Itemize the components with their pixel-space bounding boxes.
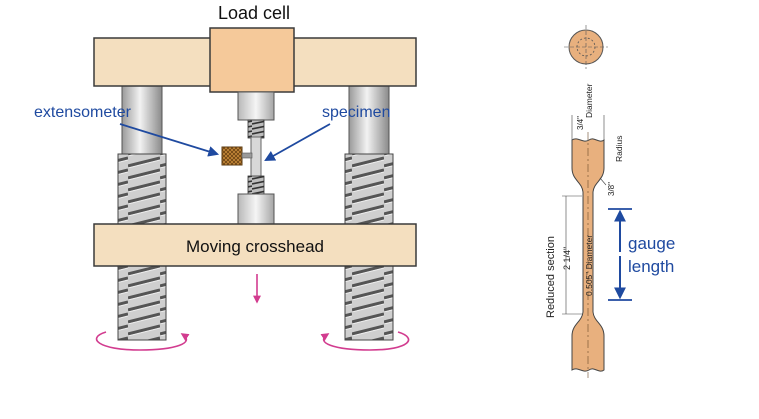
reduced-section-value: 2 1/4" bbox=[562, 247, 572, 270]
lower-grip bbox=[237, 193, 275, 227]
specimen-pointer bbox=[264, 123, 331, 162]
radius-leader bbox=[599, 177, 607, 186]
left-lead-screw-upper bbox=[117, 153, 167, 225]
right-lead-screw-lower bbox=[344, 263, 394, 341]
radius-value: 3/8" bbox=[607, 182, 616, 196]
crosshead-label: Moving crosshead bbox=[186, 237, 324, 256]
upper-grip bbox=[237, 91, 275, 121]
left-upper-rod bbox=[121, 83, 163, 157]
left-lead-screw-lower bbox=[117, 263, 167, 341]
right-lead-screw-upper bbox=[344, 153, 394, 225]
upper-grip-thread bbox=[247, 119, 265, 139]
extensometer-label: extensometer bbox=[34, 104, 132, 121]
right-rotation-arrow bbox=[320, 331, 410, 351]
load-cell bbox=[209, 27, 295, 93]
reduced-section-label: Reduced section bbox=[545, 236, 557, 318]
testing-machine: Load cell Moving crosshead extensometer … bbox=[34, 3, 417, 351]
extensometer-clip bbox=[221, 146, 243, 166]
diameter-label: Diameter bbox=[584, 83, 594, 118]
specimen-drawing: Diameter 3/4" Radius 3/8" Reduced sectio… bbox=[545, 25, 675, 378]
left-rotation-arrow bbox=[95, 331, 190, 351]
load-cell-label: Load cell bbox=[218, 3, 290, 23]
gauge-label-line2: length bbox=[628, 257, 674, 276]
lower-grip-thread bbox=[247, 175, 265, 195]
specimen-in-machine bbox=[250, 136, 262, 182]
right-upper-rod bbox=[348, 83, 390, 157]
extensometer-arm bbox=[241, 152, 253, 159]
gauge-label-line1: gauge bbox=[628, 234, 675, 253]
radius-label: Radius bbox=[614, 136, 624, 162]
moving-crosshead bbox=[93, 223, 417, 267]
extensometer-pointer bbox=[119, 123, 220, 157]
specimen-label: specimen bbox=[322, 104, 390, 121]
reduced-diameter-label: 0.505" Diameter bbox=[584, 235, 594, 296]
diameter-value: 3/4" bbox=[576, 116, 585, 130]
